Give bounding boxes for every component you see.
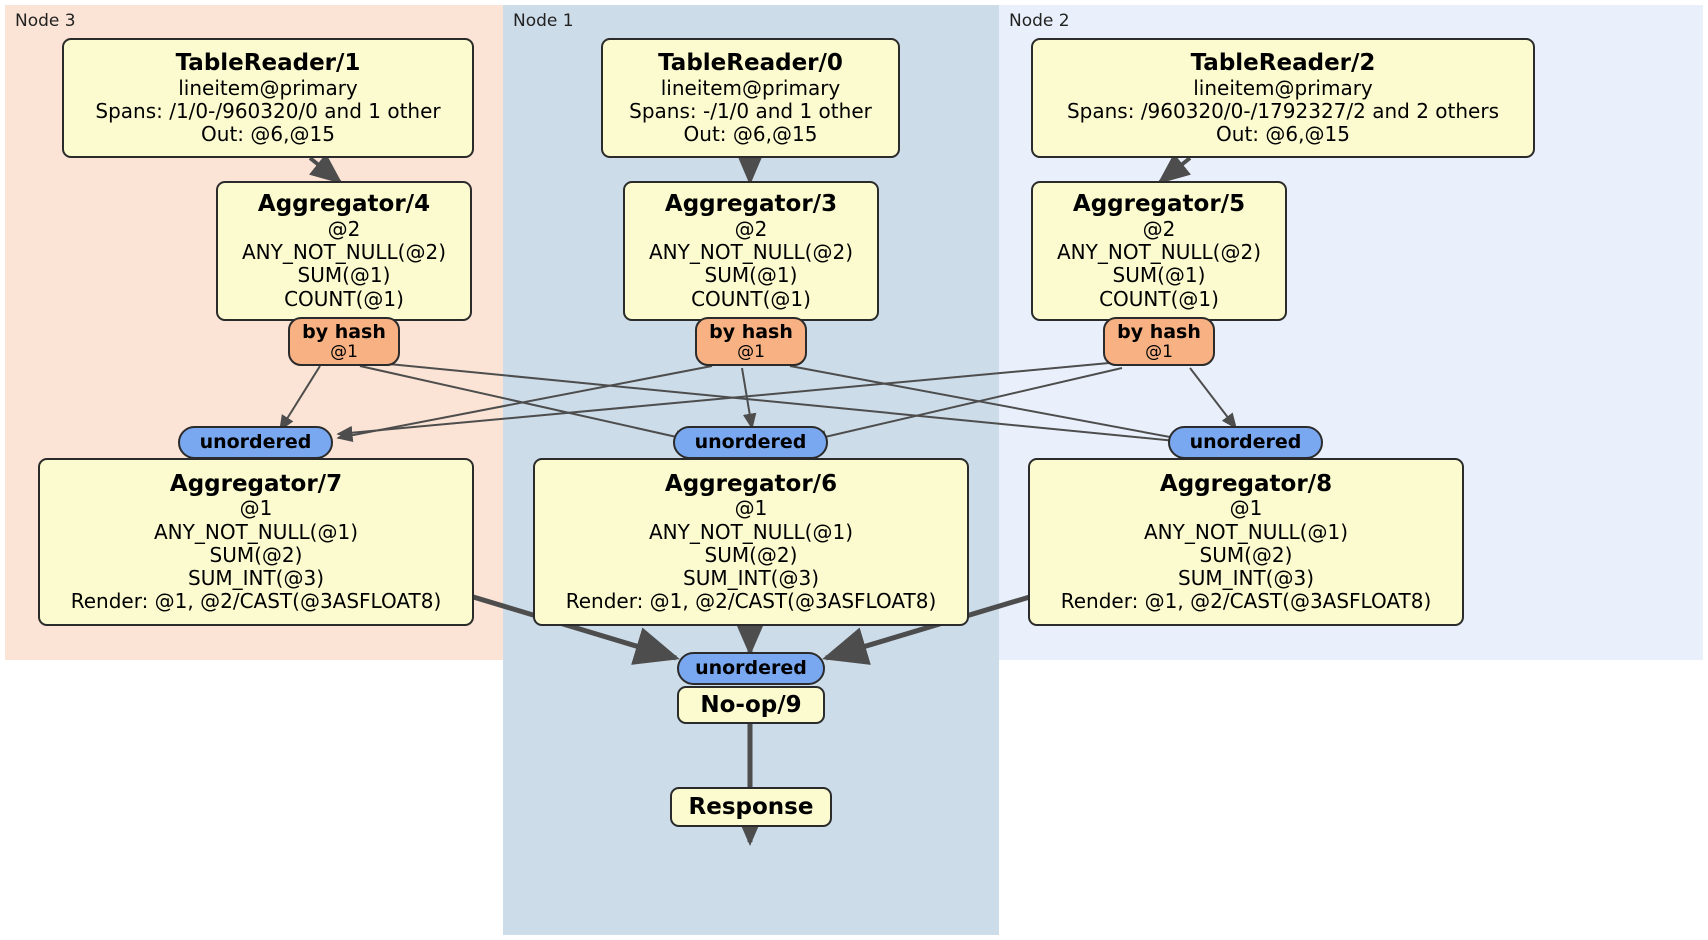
processor-table-reader-2[interactable]: TableReader/2 lineitem@primary Spans: /9… [1031, 38, 1535, 158]
processor-title: TableReader/2 [1190, 49, 1376, 76]
synchronizer-unordered-left[interactable]: unordered [178, 426, 333, 459]
processor-noop-9[interactable]: No-op/9 [677, 686, 825, 724]
processor-aggregator-6[interactable]: Aggregator/6 @1 ANY_NOT_NULL(@1) SUM(@2)… [533, 458, 969, 626]
processor-line: ANY_NOT_NULL(@2) [649, 240, 853, 265]
processor-line: ANY_NOT_NULL(@1) [649, 519, 853, 544]
processor-line: Spans: /1/0-/960320/0 and 1 other [95, 98, 441, 123]
processor-line: COUNT(@1) [1099, 286, 1219, 311]
processor-line: @1 [734, 496, 768, 521]
processor-line: @2 [734, 216, 768, 241]
processor-line: Render: @1, @2/CAST(@3ASFLOAT8) [565, 589, 937, 614]
synchronizer-unordered-right[interactable]: unordered [1168, 426, 1323, 459]
router-title: by hash [709, 320, 793, 343]
processor-line: lineitem@primary [660, 75, 841, 100]
processor-aggregator-5[interactable]: Aggregator/5 @2 ANY_NOT_NULL(@2) SUM(@1)… [1031, 181, 1287, 321]
synchronizer-title: unordered [694, 431, 807, 454]
router-title: by hash [302, 320, 386, 343]
processor-line: COUNT(@1) [691, 286, 811, 311]
synchronizer-unordered-center[interactable]: unordered [673, 426, 828, 459]
processor-line: ANY_NOT_NULL(@1) [1144, 519, 1348, 544]
processor-line: Out: @6,@15 [1216, 121, 1350, 146]
router-by-hash-aggregator-3[interactable]: by hash @1 [695, 317, 807, 366]
panel-node-1-label: Node 1 [513, 11, 574, 31]
synchronizer-title: unordered [1189, 431, 1302, 454]
synchronizer-unordered-final[interactable]: unordered [677, 652, 825, 685]
processor-title: TableReader/1 [175, 49, 361, 76]
processor-line: SUM_INT(@3) [188, 565, 324, 590]
processor-line: lineitem@primary [178, 75, 358, 100]
processor-aggregator-7[interactable]: Aggregator/7 @1 ANY_NOT_NULL(@1) SUM(@2)… [38, 458, 474, 626]
processor-aggregator-3[interactable]: Aggregator/3 @2 ANY_NOT_NULL(@2) SUM(@1)… [623, 181, 879, 321]
processor-response[interactable]: Response [670, 787, 832, 827]
processor-title: Response [688, 793, 814, 820]
processor-line: Out: @6,@15 [683, 121, 818, 146]
processor-title: Aggregator/3 [664, 191, 838, 218]
router-by-hash-aggregator-5[interactable]: by hash @1 [1103, 317, 1215, 366]
processor-line: SUM(@1) [297, 263, 391, 288]
processor-line: COUNT(@1) [284, 286, 404, 311]
processor-aggregator-4[interactable]: Aggregator/4 @2 ANY_NOT_NULL(@2) SUM(@1)… [216, 181, 472, 321]
processor-line: Render: @1, @2/CAST(@3ASFLOAT8) [1060, 589, 1432, 614]
processor-line: @1 [1229, 496, 1263, 521]
processor-line: ANY_NOT_NULL(@2) [1057, 240, 1261, 265]
processor-title: Aggregator/5 [1072, 191, 1246, 218]
processor-title: Aggregator/8 [1159, 470, 1333, 497]
processor-line: ANY_NOT_NULL(@1) [154, 519, 358, 544]
processor-line: @1 [239, 496, 273, 521]
processor-title: Aggregator/4 [257, 191, 431, 218]
processor-aggregator-8[interactable]: Aggregator/8 @1 ANY_NOT_NULL(@1) SUM(@2)… [1028, 458, 1464, 626]
processor-title: No-op/9 [700, 691, 802, 718]
processor-line: Render: @1, @2/CAST(@3ASFLOAT8) [70, 589, 442, 614]
router-subtitle: @1 [330, 341, 358, 362]
panel-node-3-label: Node 3 [15, 11, 76, 31]
processor-title: Aggregator/6 [664, 470, 838, 497]
synchronizer-title: unordered [695, 657, 807, 680]
processor-line: SUM_INT(@3) [683, 565, 819, 590]
processor-line: SUM(@1) [704, 263, 798, 288]
processor-title: TableReader/0 [658, 49, 843, 76]
processor-line: @2 [1142, 216, 1176, 241]
processor-line: SUM(@2) [1199, 542, 1293, 567]
processor-table-reader-1[interactable]: TableReader/1 lineitem@primary Spans: /1… [62, 38, 474, 158]
processor-table-reader-0[interactable]: TableReader/0 lineitem@primary Spans: -/… [601, 38, 900, 158]
processor-line: lineitem@primary [1193, 75, 1373, 100]
processor-line: Spans: /960320/0-/1792327/2 and 2 others [1066, 98, 1499, 123]
processor-line: Spans: -/1/0 and 1 other [629, 98, 872, 123]
processor-line: ANY_NOT_NULL(@2) [242, 240, 446, 265]
router-title: by hash [1117, 320, 1201, 343]
processor-line: SUM_INT(@3) [1178, 565, 1314, 590]
router-by-hash-aggregator-4[interactable]: by hash @1 [288, 317, 400, 366]
router-subtitle: @1 [1145, 341, 1173, 362]
router-subtitle: @1 [737, 341, 765, 362]
synchronizer-title: unordered [199, 431, 312, 454]
processor-line: SUM(@2) [704, 542, 798, 567]
processor-line: Out: @6,@15 [201, 121, 335, 146]
processor-line: SUM(@2) [209, 542, 303, 567]
processor-line: @2 [327, 216, 361, 241]
processor-title: Aggregator/7 [169, 470, 343, 497]
panel-node-2-label: Node 2 [1009, 11, 1070, 31]
processor-line: SUM(@1) [1112, 263, 1206, 288]
